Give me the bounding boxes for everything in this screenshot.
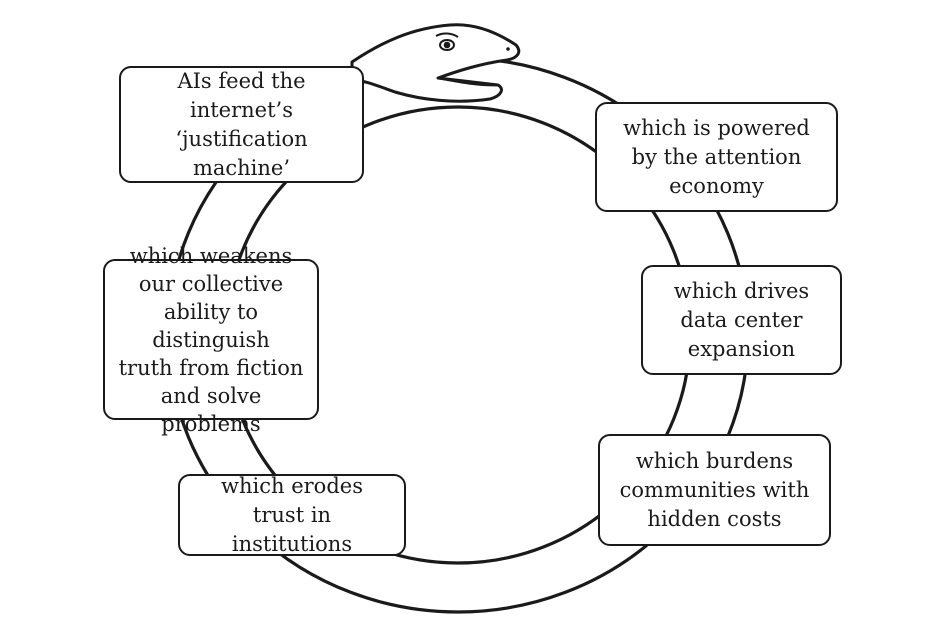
step-attention-economy-box: which is powered by the attention econom… — [595, 102, 838, 212]
step-ais-feed-label: AIs feed the internet’s ‘justification m… — [175, 68, 308, 180]
snake-head-icon — [350, 23, 521, 103]
step-hidden-costs-box: which burdens communities with hidden co… — [598, 434, 831, 546]
step-data-center-label: which drives data center expansion — [673, 278, 810, 361]
step-weakens-ability-box: which weakens our collective ability to … — [103, 244, 319, 436]
step-hidden-costs-label: which burdens communities with hidden co… — [619, 448, 810, 531]
step-erodes-trust-label: which erodes trust in institutions — [221, 473, 363, 556]
step-attention-economy-label: which is powered by the attention econom… — [623, 115, 810, 198]
step-data-center-box: which drives data center expansion — [641, 265, 842, 375]
step-weakens-ability-label: which weakens our collective ability to … — [118, 243, 304, 436]
step-erodes-trust-box: which erodes trust in institutions — [178, 474, 406, 556]
step-ais-feed-box: AIs feed the internet’s ‘justification m… — [119, 66, 364, 183]
